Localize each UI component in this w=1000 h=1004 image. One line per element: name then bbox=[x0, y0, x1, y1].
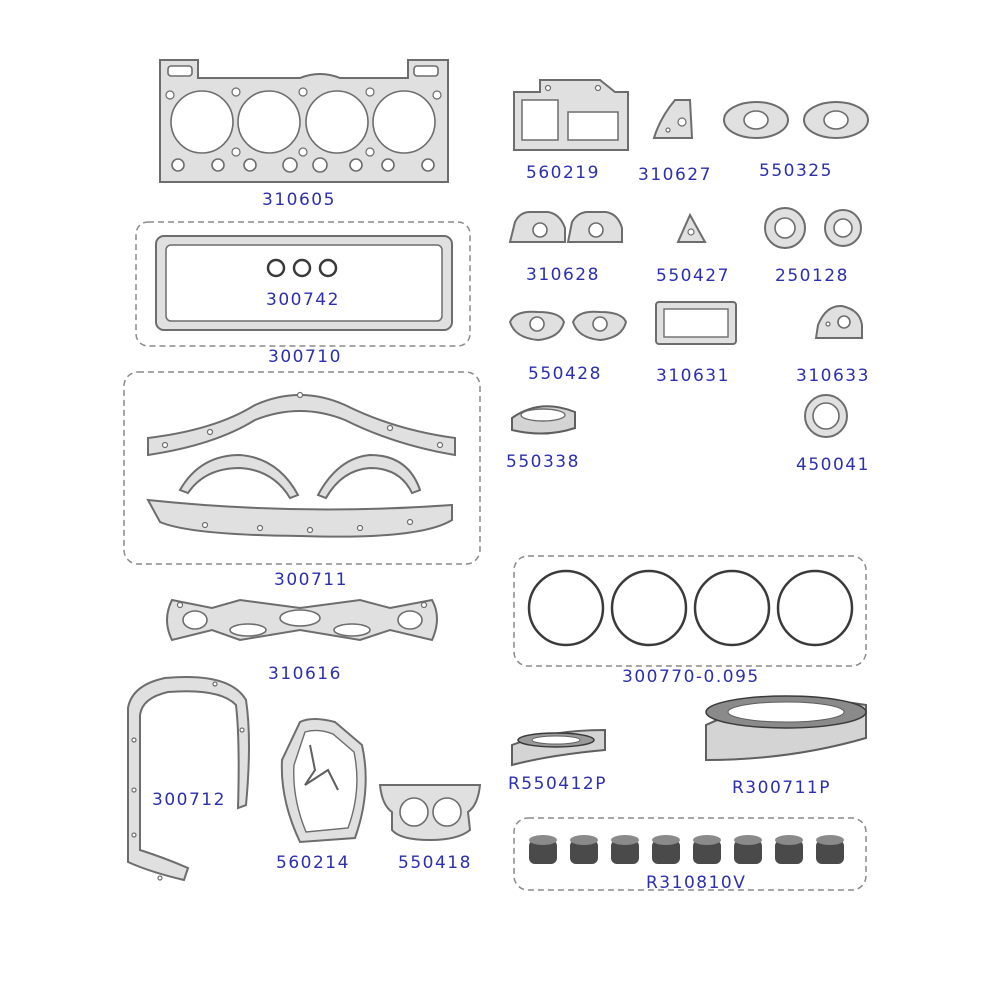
gasket-550428-pair bbox=[508, 310, 628, 342]
seal-450041 bbox=[804, 394, 848, 438]
part-label-560219: 560219 bbox=[526, 163, 600, 183]
gasket-310628-pair bbox=[508, 211, 623, 243]
cover-gasket-560214 bbox=[280, 718, 367, 844]
group-300770-outline bbox=[513, 555, 867, 667]
part-label-R300711P: R300711P bbox=[732, 778, 831, 798]
gasket-550427 bbox=[676, 212, 707, 243]
gasket-550325-pair bbox=[723, 101, 869, 139]
part-label-300710: 300710 bbox=[268, 347, 342, 367]
part-label-250128: 250128 bbox=[775, 266, 849, 286]
gasket-310633 bbox=[814, 304, 863, 339]
cylinder-head-gasket bbox=[159, 59, 449, 183]
valve-stem-seals bbox=[529, 835, 844, 864]
part-label-310628: 310628 bbox=[526, 265, 600, 285]
gasket-310631 bbox=[655, 301, 737, 345]
manifold-gasket bbox=[166, 598, 438, 642]
oil-seal-R550412P bbox=[511, 728, 606, 767]
part-label-550418: 550418 bbox=[398, 853, 472, 873]
rocker-cover-gasket bbox=[155, 235, 453, 331]
gasket-310627 bbox=[652, 99, 694, 139]
group-R310810V-outline bbox=[513, 817, 867, 891]
part-label-300742: 300742 bbox=[266, 290, 340, 310]
liner-seal-rings bbox=[527, 569, 854, 647]
part-label-300712: 300712 bbox=[152, 790, 226, 810]
sump-gasket-set bbox=[146, 391, 456, 538]
part-label-550428: 550428 bbox=[528, 364, 602, 384]
part-label-560214: 560214 bbox=[276, 853, 350, 873]
part-label-550338: 550338 bbox=[506, 452, 580, 472]
gasket-250128-pair bbox=[764, 207, 862, 249]
part-label-310633: 310633 bbox=[796, 366, 870, 386]
gasket-560219 bbox=[513, 79, 629, 151]
part-label-450041: 450041 bbox=[796, 455, 870, 475]
part-label-550427: 550427 bbox=[656, 266, 730, 286]
group-300710-outline bbox=[135, 221, 471, 347]
part-label-R310810V: R310810V bbox=[646, 873, 747, 893]
flange-gasket-550418 bbox=[378, 784, 482, 842]
part-label-550325: 550325 bbox=[759, 161, 833, 181]
seal-550338 bbox=[511, 405, 576, 435]
timing-cover-gasket bbox=[127, 675, 250, 882]
part-label-300770-0.095: 300770-0.095 bbox=[622, 667, 760, 687]
part-label-300711: 300711 bbox=[274, 570, 348, 590]
part-label-310631: 310631 bbox=[656, 366, 730, 386]
part-label-310627: 310627 bbox=[638, 165, 712, 185]
part-label-R550412P: R550412P bbox=[508, 774, 607, 794]
part-label-310605: 310605 bbox=[262, 190, 336, 210]
group-300711-outline bbox=[123, 371, 481, 565]
oil-seal-R300711P bbox=[705, 695, 867, 762]
part-label-310616: 310616 bbox=[268, 664, 342, 684]
